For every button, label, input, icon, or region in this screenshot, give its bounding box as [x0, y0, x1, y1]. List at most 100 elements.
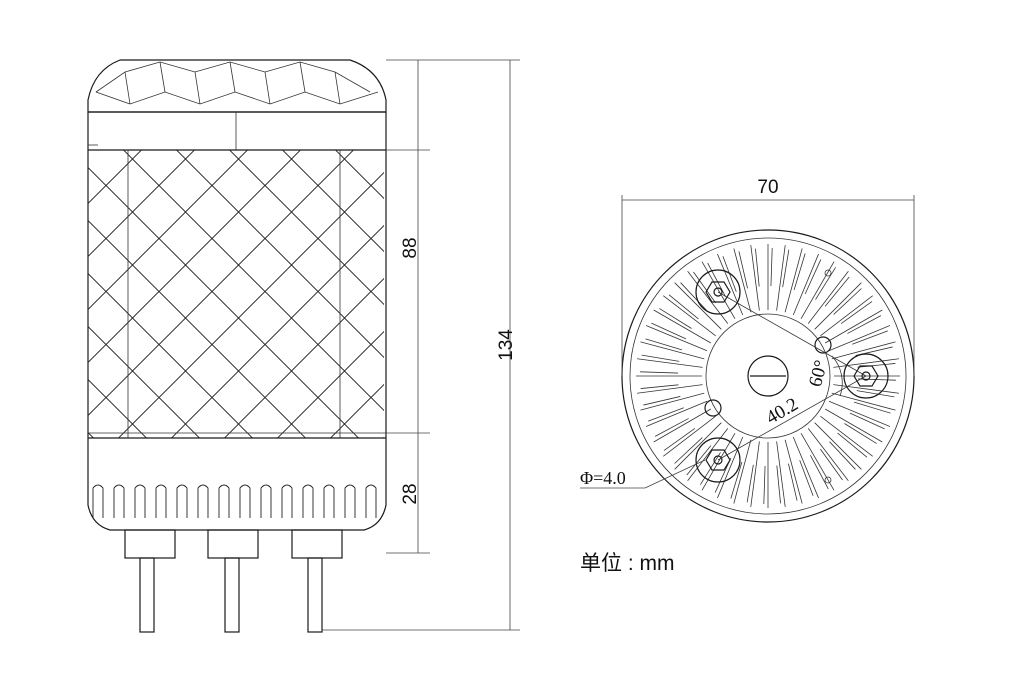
fin-line	[820, 295, 873, 337]
fin-line	[654, 418, 689, 437]
fin-line	[828, 325, 891, 352]
dim-diameter: 70	[757, 177, 778, 198]
fin-line	[784, 248, 803, 313]
fin-line	[643, 396, 681, 406]
fin-line	[722, 256, 737, 292]
fin-line	[782, 249, 790, 288]
fin-line	[814, 422, 862, 470]
fin-line	[807, 428, 849, 481]
mounting-bolt	[843, 353, 889, 399]
units-label: 单位 : mm	[580, 552, 675, 575]
fin-line	[645, 338, 682, 351]
fin-line	[687, 428, 729, 481]
end-dimensions	[580, 195, 915, 489]
fin-line	[793, 253, 806, 290]
dim-hole-diameter: Φ=4.0	[580, 468, 626, 488]
fin-line	[854, 401, 891, 414]
fin-line	[640, 341, 705, 360]
fin-line	[847, 315, 882, 334]
fin-line	[814, 282, 862, 330]
fin-line	[653, 309, 712, 344]
fin-line	[663, 415, 716, 457]
knurled-sleeve	[88, 150, 384, 438]
fin-line	[776, 245, 786, 311]
fin-line	[701, 261, 736, 320]
fin-line	[733, 439, 752, 504]
fin-line	[784, 439, 803, 504]
fin-line	[653, 408, 712, 443]
fin-line	[717, 253, 744, 316]
fin-line	[788, 463, 798, 501]
fin-line	[820, 415, 873, 457]
fin-line	[637, 384, 703, 394]
top-cap-facets	[95, 61, 379, 105]
fin-line	[640, 392, 705, 411]
fin-line	[717, 436, 744, 499]
fin-line	[645, 325, 708, 352]
fin-line	[833, 358, 899, 368]
fin-line	[637, 358, 703, 368]
fin-line	[824, 276, 850, 307]
fin-line	[663, 295, 716, 337]
fin-line	[852, 330, 888, 345]
fin-line	[857, 363, 896, 368]
fin-line	[651, 322, 687, 340]
mounting-bolt	[695, 269, 741, 315]
fin-line	[844, 423, 877, 444]
fin-line	[829, 441, 856, 470]
fin-line	[833, 288, 862, 315]
dim-overall-height: 134	[496, 329, 517, 361]
fin-line	[800, 261, 835, 320]
fin-line	[828, 400, 891, 427]
fin-line	[792, 253, 819, 316]
fin-line	[693, 271, 716, 304]
fin-line	[640, 384, 679, 389]
fin-line	[640, 371, 679, 374]
fin-line	[750, 441, 760, 507]
fin-line	[659, 308, 692, 329]
fin-line	[707, 262, 726, 297]
fin-line	[687, 271, 729, 324]
fin-line	[668, 294, 699, 320]
fin-line	[837, 432, 868, 458]
fin-line	[831, 341, 896, 360]
fin-line	[645, 400, 708, 427]
fin-line	[807, 271, 849, 324]
fin-line	[680, 282, 707, 311]
mounting-bolt	[695, 437, 741, 483]
side-view	[87, 59, 387, 633]
fin-line	[746, 464, 754, 503]
hub-hole	[747, 355, 789, 397]
fin-line	[849, 412, 885, 430]
cooling-fins	[88, 480, 386, 518]
fin-line	[820, 448, 843, 481]
fin-line	[750, 245, 760, 311]
dim-bolt-angle: 60°	[805, 358, 832, 389]
fin-line	[810, 455, 829, 490]
fin-line	[824, 309, 883, 344]
top-cap	[87, 59, 387, 113]
fin-line	[674, 422, 722, 470]
fin-line	[824, 408, 883, 443]
fin-line	[730, 462, 743, 499]
fin-line	[763, 465, 766, 504]
fin-line	[738, 251, 748, 289]
fin-line	[840, 301, 873, 324]
fin-line	[776, 465, 781, 504]
fin-line	[641, 354, 680, 362]
fin-line	[799, 460, 814, 496]
radial-fins	[636, 244, 900, 508]
fin-line	[686, 445, 712, 476]
dim-body-height: 88	[400, 237, 421, 258]
fin-line	[733, 248, 752, 313]
fin-line	[755, 248, 760, 287]
fin-line	[800, 432, 835, 491]
fin-line	[833, 384, 899, 394]
fin-line	[701, 432, 736, 491]
terminal-pins	[124, 529, 343, 633]
fin-line	[856, 390, 895, 398]
fin-line	[792, 436, 819, 499]
fin-line	[770, 248, 773, 287]
fin-line	[663, 428, 696, 451]
